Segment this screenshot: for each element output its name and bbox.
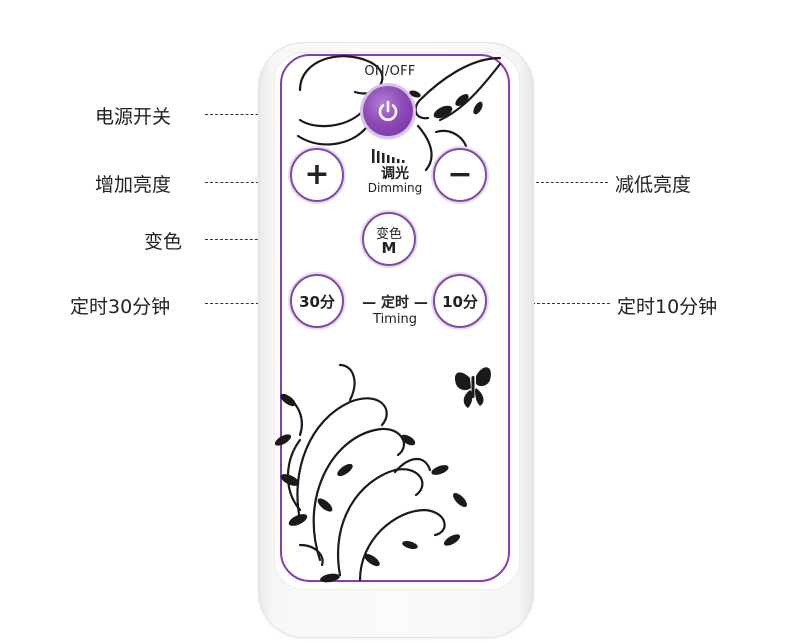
brightness-up-button[interactable]: + <box>290 148 344 202</box>
timing-label-cn: — 定时 — <box>346 292 444 312</box>
dimming-bars-icon <box>372 149 405 163</box>
power-button[interactable] <box>363 86 413 136</box>
color-change-label-m: M <box>364 239 414 257</box>
on-off-label: ON/OFF <box>340 64 440 79</box>
power-icon <box>376 99 400 123</box>
brightness-down-button[interactable]: − <box>433 148 487 202</box>
plus-symbol: + <box>292 150 342 200</box>
timer-10-label: 10分 <box>435 276 485 326</box>
timing-label-en: Timing <box>346 312 444 327</box>
timer-30-label: 30分 <box>292 276 342 326</box>
color-change-button[interactable]: 变色 M <box>362 212 416 266</box>
dimming-label-cn: 调光 <box>352 163 438 183</box>
minus-symbol: − <box>435 150 485 200</box>
timer-10-button[interactable]: 10分 <box>433 274 487 328</box>
dimming-label-en: Dimming <box>352 181 438 195</box>
butterfly-icon <box>455 367 491 408</box>
timer-30-button[interactable]: 30分 <box>290 274 344 328</box>
